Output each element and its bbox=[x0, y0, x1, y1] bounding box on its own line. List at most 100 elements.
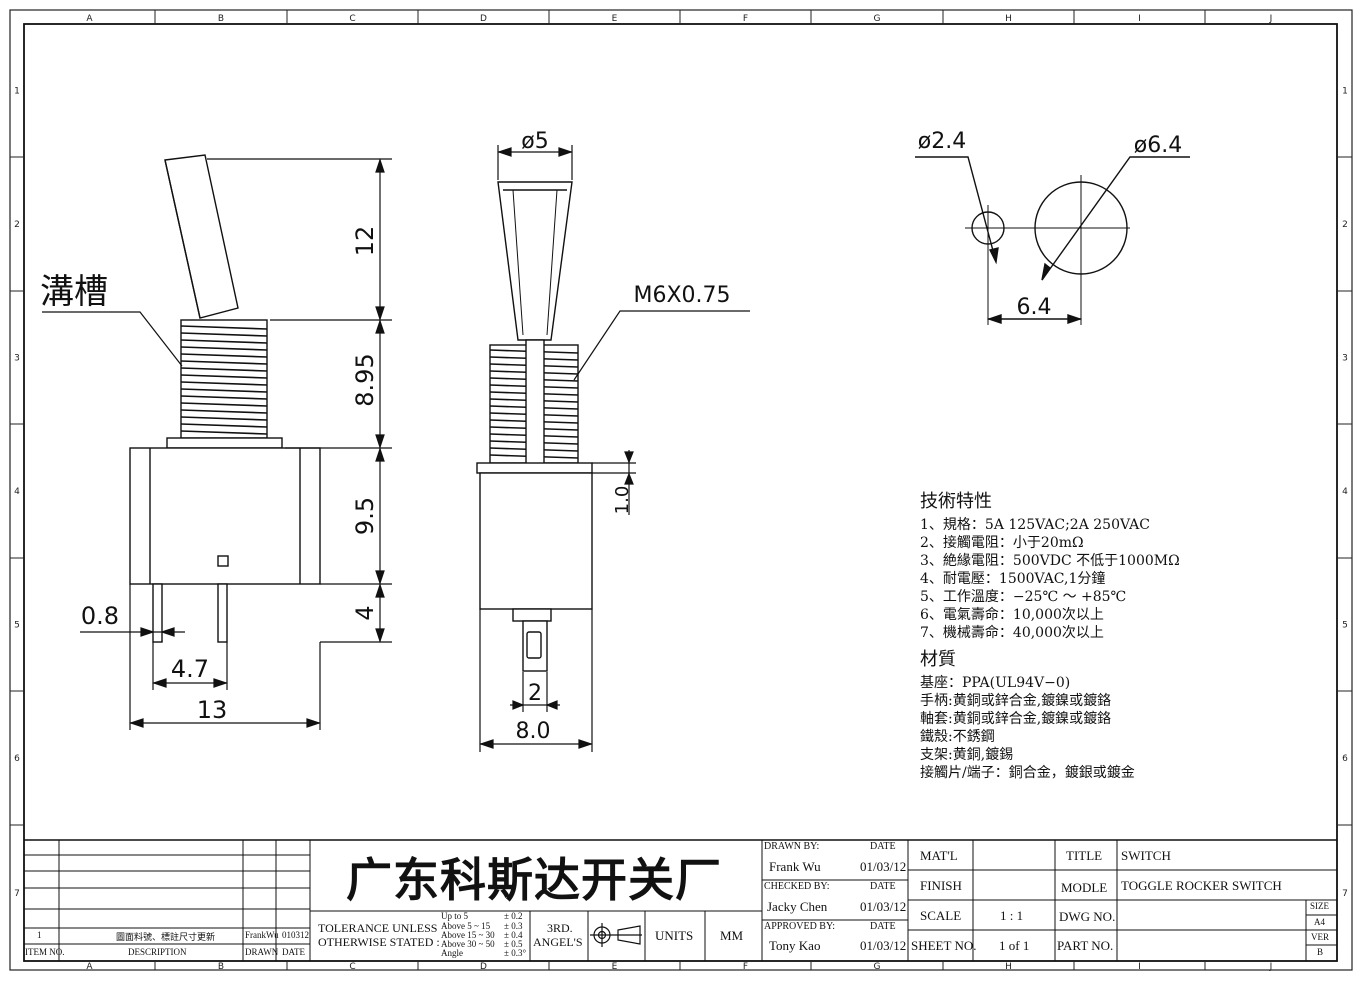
spec-line: 5、工作溫度：−25℃ ～ +85℃ bbox=[920, 589, 1127, 605]
dim-lever-diameter: ø5 bbox=[521, 129, 548, 154]
zone-row-label: 3 bbox=[1342, 354, 1348, 364]
technical-specs: 技術特性 1、規格：5A 125VAC;2A 250VAC 2、接觸電阻：小于2… bbox=[920, 490, 1240, 782]
rev-hdr-item: ITEM NO. bbox=[25, 947, 65, 957]
checked-date-label: DATE bbox=[870, 881, 896, 892]
side-slot bbox=[217, 555, 229, 567]
zone-col-label: B bbox=[218, 14, 224, 24]
tolerance-value: ± 0.4 bbox=[504, 930, 523, 940]
material-title: 材質 bbox=[920, 649, 956, 670]
zone-row-label: 3 bbox=[14, 354, 20, 364]
size-value: A4 bbox=[1314, 917, 1325, 927]
rev-hdr-drawn: DRAWN bbox=[245, 947, 279, 957]
zone-row-label: 2 bbox=[1342, 220, 1348, 230]
scale-label: SCALE bbox=[920, 908, 962, 923]
sheet-value: 1 of 1 bbox=[999, 938, 1030, 953]
groove-label: 溝槽 bbox=[40, 272, 108, 312]
side-view bbox=[129, 154, 321, 643]
zone-col-label: E bbox=[612, 962, 618, 972]
spec-line: 7、機械壽命：40,000次以上 bbox=[920, 625, 1104, 641]
side-pin-right bbox=[217, 583, 228, 643]
zone-col-label: D bbox=[480, 962, 487, 972]
dim-pin-pitch: 4.7 bbox=[171, 655, 209, 683]
tolerance-value: ± 0.5 bbox=[504, 939, 523, 949]
material-line: 軸套:黄銅或鋅合金,鍍鎳或鍍鉻 bbox=[920, 711, 1112, 727]
zone-row-label: 7 bbox=[1342, 889, 1348, 899]
zone-col-label: G bbox=[874, 962, 881, 972]
zone-row-label: 2 bbox=[14, 220, 20, 230]
model-label: MODLE bbox=[1061, 880, 1108, 895]
zone-col-label: B bbox=[218, 962, 224, 972]
units-label: UNITS bbox=[655, 928, 694, 943]
tolerance-range: Above 30 ~ 50 bbox=[441, 939, 495, 949]
zone-row-label: 4 bbox=[14, 487, 20, 497]
zone-col-label: A bbox=[86, 14, 93, 24]
tolerance-label-2: OTHERWISE STATED : bbox=[318, 935, 440, 949]
drawn-date-label: DATE bbox=[870, 841, 896, 852]
title-value: SWITCH bbox=[1121, 848, 1171, 863]
zone-row-label: 7 bbox=[14, 889, 20, 899]
front-shaft bbox=[525, 339, 545, 469]
thread-spec-label: M6X0.75 bbox=[633, 283, 730, 308]
side-bushing-threads bbox=[180, 325, 268, 435]
tolerance-range: Above 5 ~ 15 bbox=[441, 921, 491, 931]
rev-hdr-date: DATE bbox=[282, 947, 305, 957]
zone-col-label: D bbox=[480, 14, 487, 24]
part-no-label: PART NO. bbox=[1057, 938, 1114, 953]
approved-date-label: DATE bbox=[870, 921, 896, 932]
dim-lever-height: 12 bbox=[351, 226, 379, 257]
side-lever bbox=[164, 154, 239, 319]
drawn-by-name: Frank Wu bbox=[769, 859, 821, 874]
side-view-dimensions bbox=[42, 158, 392, 730]
zone-row-label: 1 bbox=[14, 87, 20, 97]
third-angle-projection-icon bbox=[590, 923, 642, 947]
zone-col-label: I bbox=[1138, 14, 1141, 24]
tolerance-range: Above 15 ~ 30 bbox=[441, 930, 495, 940]
projection-label-2: ANGEL'S bbox=[533, 935, 583, 949]
tolerance-value: ± 0.3 bbox=[504, 921, 523, 931]
projection-label-1: 3RD. bbox=[547, 921, 573, 935]
side-pin-left bbox=[152, 583, 163, 643]
drawn-date: 01/03/12 bbox=[860, 859, 907, 874]
zone-row-label: 5 bbox=[1342, 621, 1348, 631]
tolerance-range: Angle bbox=[441, 948, 463, 958]
tolerance-range: Up to 5 bbox=[441, 911, 468, 921]
sheet-label: SHEET NO. bbox=[911, 938, 977, 953]
material-label: MAT'L bbox=[920, 848, 958, 863]
zone-col-label: E bbox=[612, 14, 618, 24]
dim-front-body-width: 8.0 bbox=[516, 719, 551, 744]
size-label: SIZE bbox=[1310, 901, 1329, 911]
title-block-grid bbox=[24, 839, 1337, 961]
dim-small-hole: ø2.4 bbox=[918, 129, 966, 154]
zone-col-label: G bbox=[874, 14, 881, 24]
front-lever bbox=[497, 181, 573, 341]
dim-body-height: 9.5 bbox=[351, 497, 379, 535]
approved-date: 01/03/12 bbox=[860, 938, 907, 953]
material-line: 基座：PPA(UL94V−0) bbox=[920, 675, 1071, 691]
zone-col-label: F bbox=[743, 962, 748, 972]
rev-description: 圖面料號、標註尺寸更新 bbox=[116, 932, 216, 942]
zone-col-label: H bbox=[1005, 962, 1012, 972]
dwg-no-label: DWG NO. bbox=[1059, 909, 1116, 924]
front-terminal-base bbox=[512, 608, 552, 622]
dim-hole-spacing: 6.4 bbox=[1017, 295, 1052, 320]
material-line: 手柄:黄銅或鋅合金,鍍鎳或鍍鉻 bbox=[920, 693, 1112, 709]
spec-line: 6、電氣壽命：10,000次以上 bbox=[920, 607, 1104, 623]
front-view-dimensions bbox=[479, 145, 750, 752]
title-label: TITLE bbox=[1066, 848, 1103, 863]
zone-col-label: J bbox=[1269, 962, 1273, 972]
material-line: 支架:黄銅,鍍錫 bbox=[920, 747, 1014, 763]
front-flange bbox=[476, 462, 593, 474]
side-view-labels: 12 8.95 9.5 4 0.8 4.7 13 溝槽 bbox=[40, 226, 379, 724]
zone-row-label: 6 bbox=[14, 754, 20, 764]
front-body bbox=[479, 472, 593, 610]
checked-by-label: CHECKED BY: bbox=[764, 881, 830, 892]
material-line: 接觸片/端子：銅合金，鍍銀或鍍金 bbox=[920, 765, 1135, 781]
panel-cutout bbox=[915, 156, 1190, 325]
material-line: 鐵殼:不銹鋼 bbox=[920, 729, 995, 745]
zone-row-label: 1 bbox=[1342, 87, 1348, 97]
front-view bbox=[476, 181, 593, 672]
zone-col-label: C bbox=[349, 962, 355, 972]
zone-col-label: I bbox=[1138, 962, 1141, 972]
